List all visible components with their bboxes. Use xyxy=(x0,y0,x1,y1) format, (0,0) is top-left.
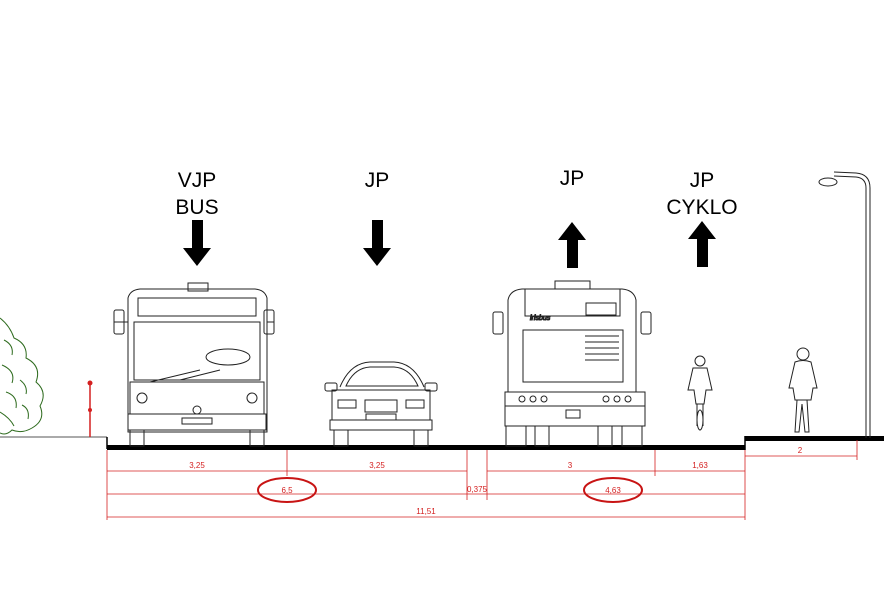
arrow-up-icon xyxy=(558,222,586,268)
dim-lane-4: 1,63 xyxy=(692,461,708,470)
arrow-up-icon xyxy=(688,221,716,267)
arrow-down-icon xyxy=(183,220,211,266)
highlight-ellipse-left xyxy=(257,477,317,503)
dim-total: 11,51 xyxy=(416,507,436,516)
lane-4-label-line2: CYKLO xyxy=(666,196,737,219)
highlight-ellipse-right xyxy=(583,477,643,503)
arrow-down-icon xyxy=(363,220,391,266)
ground-profile xyxy=(0,436,884,450)
dimension-lines xyxy=(106,440,858,520)
bollard xyxy=(87,380,93,437)
dim-sidewalk: 2 xyxy=(798,446,803,455)
lane-1-label-line2: BUS xyxy=(175,196,218,219)
tree xyxy=(0,317,44,435)
dim-right-carriageway: 4,63 xyxy=(605,486,621,495)
lane-2-label: JP xyxy=(365,169,390,192)
bus-rear-view: irisbus xyxy=(492,280,652,447)
lane-1-label-line1: VJP xyxy=(178,169,217,192)
bus-front-view xyxy=(113,282,275,447)
lane-3-label: JP xyxy=(560,167,585,190)
dim-lane-1: 3,25 xyxy=(189,461,205,470)
lane-4-label-line1: JP xyxy=(690,169,715,192)
pedestrian xyxy=(788,347,818,433)
car-front-view xyxy=(324,361,438,447)
dim-median: 0,375 xyxy=(467,485,488,494)
dim-lane-2: 3,25 xyxy=(369,461,385,470)
dim-lane-3: 3 xyxy=(568,461,573,470)
cyclist xyxy=(687,355,713,431)
street-lamp xyxy=(818,171,871,438)
dim-left-carriageway: 6,5 xyxy=(281,486,293,495)
bus-brand-label: irisbus xyxy=(530,315,551,322)
